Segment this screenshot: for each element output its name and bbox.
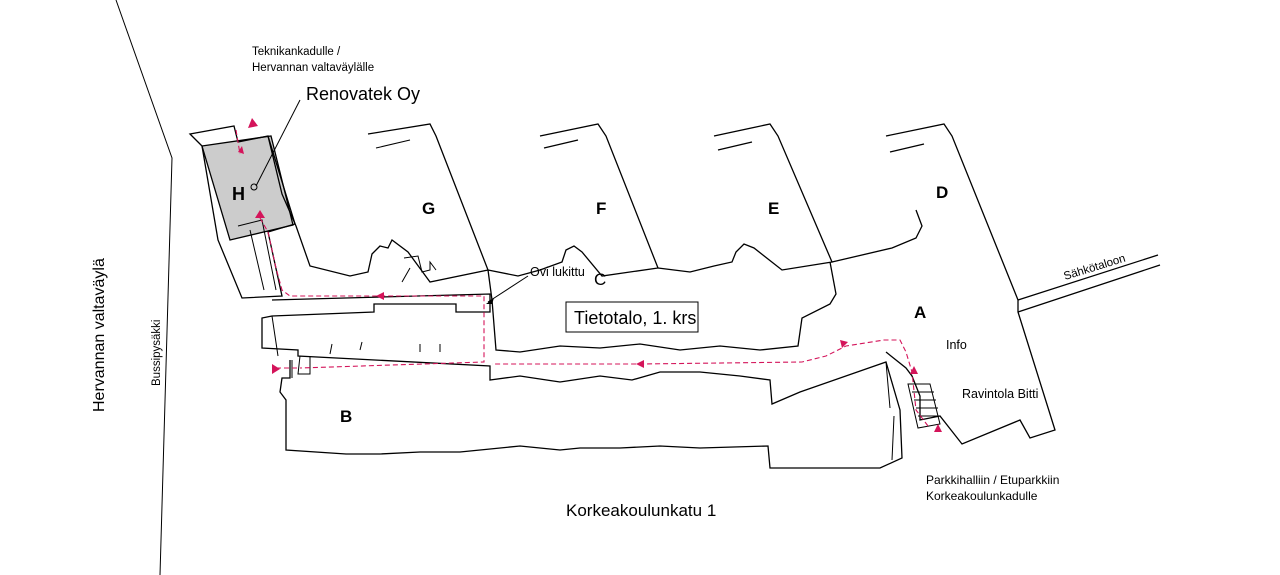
arrow-icon: [934, 424, 942, 432]
arrow-icon: [238, 146, 244, 154]
floor-title-box: [565, 301, 699, 333]
arrow-icon: [910, 366, 918, 374]
building-f-wing: [487, 123, 659, 277]
building-label-f: F: [596, 199, 606, 218]
parking-label-1: Parkkihalliin / Etuparkkiin: [926, 473, 1059, 487]
power-house-connector: [1017, 254, 1161, 313]
building-label-g: G: [422, 199, 435, 218]
street-top-label-2: Hervannan valtaväylälle: [252, 62, 374, 74]
building-g-wing: [267, 123, 489, 283]
info-label: Info: [946, 338, 967, 352]
building-label-h: H: [232, 184, 245, 204]
restaurant-label: Ravintola Bitti: [962, 387, 1038, 401]
building-b-corridor: [329, 341, 441, 355]
building-label-d: D: [936, 183, 948, 202]
company-label: Renovatek Oy: [306, 84, 420, 104]
arrow-icon: [840, 340, 848, 348]
bus-stop-label: Bussipysäkki: [151, 320, 163, 386]
building-label-e: E: [768, 199, 779, 218]
street-top-label-1: Teknikankadulle /: [252, 46, 341, 58]
renovatek-marker: [250, 183, 258, 191]
arrow-icon: [255, 210, 265, 218]
road-edge-line: [115, 0, 173, 575]
renovatek-leader: [255, 99, 301, 187]
building-label-b: B: [340, 407, 352, 426]
building-h-stair: [237, 219, 277, 291]
arrow-icon: [486, 298, 494, 304]
route-from-entrance: [492, 339, 929, 427]
building-label-a: A: [914, 303, 926, 322]
building-c-details: [401, 255, 437, 283]
building-d-wing: [831, 123, 1056, 445]
building-b-block: [261, 293, 903, 469]
address-label: Korkeakoulunkatu 1: [566, 501, 716, 520]
locked-door-leader: [487, 275, 529, 303]
entrance-stairs: [907, 383, 941, 429]
building-e-wing: [657, 123, 833, 273]
arrow-icon: [248, 118, 258, 128]
parking-label-2: Korkeakoulunkadulle: [926, 489, 1038, 503]
arrow-icon: [636, 360, 644, 368]
route-to-renovatek: [235, 129, 485, 369]
locked-door-label: Ovi lukittu: [530, 265, 585, 279]
building-c-spine: [487, 261, 837, 353]
building-g-inner: [375, 139, 411, 149]
building-label-c: C: [594, 270, 606, 289]
building-b-inner: [271, 315, 895, 461]
main-road-label: Hervannan valtaväylä: [91, 258, 108, 412]
arrow-icon: [376, 292, 384, 300]
floor-title: Tietotalo, 1. krs: [574, 308, 696, 328]
arrow-icon: [272, 364, 280, 374]
